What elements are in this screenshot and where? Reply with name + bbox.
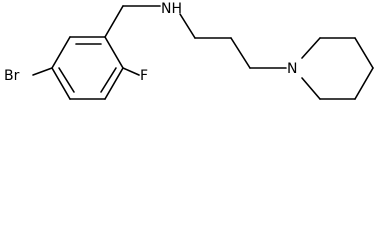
piperidine-ring bbox=[301, 37, 374, 100]
bromine-bond bbox=[32, 67, 53, 76]
ring-inner-double-bond-3 bbox=[58, 67, 75, 93]
piperidine-bond-4 bbox=[354, 67, 374, 100]
ring-bond-4 bbox=[104, 67, 124, 100]
fluorine-bond bbox=[122, 67, 140, 76]
piperidine-bond-6 bbox=[301, 77, 321, 100]
piperidine-bond-1 bbox=[301, 37, 321, 59]
ring-bond-1 bbox=[51, 36, 71, 69]
chemical-structure-diagram: Br F NH N bbox=[4, 1, 374, 100]
bromine-label: Br bbox=[4, 68, 20, 84]
piperidine-bond-3 bbox=[354, 37, 374, 69]
piperidine-nitrogen-label: N bbox=[287, 61, 297, 77]
ring-inner-double-bond-2 bbox=[100, 67, 117, 93]
benzyl-bond bbox=[104, 5, 124, 38]
ring-bond-3 bbox=[104, 36, 124, 69]
benzene-ring bbox=[51, 36, 124, 100]
fluorine-label: F bbox=[140, 68, 148, 84]
nh-propyl-bond bbox=[179, 13, 196, 39]
propyl-bond-2 bbox=[230, 37, 251, 69]
ring-bond-6 bbox=[51, 67, 71, 100]
amine-label: NH bbox=[161, 1, 182, 17]
